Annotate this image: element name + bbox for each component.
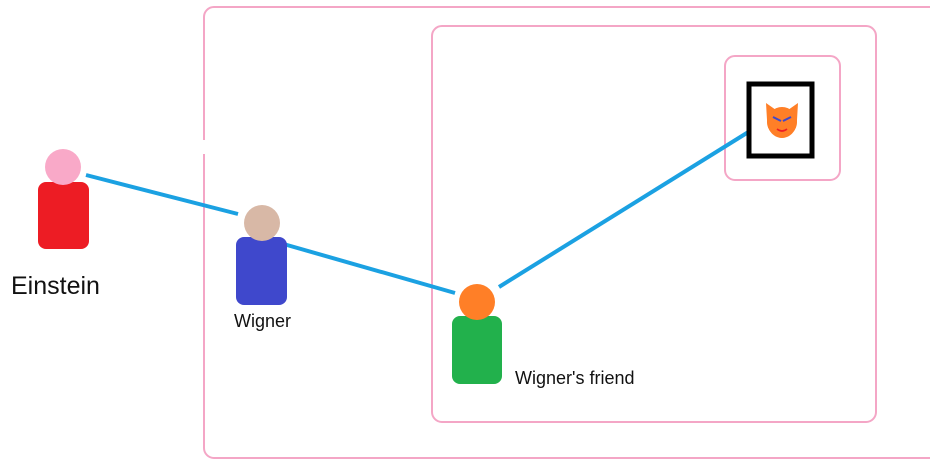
friend-body [452,316,502,384]
outer-box-gap [201,140,209,154]
friend-head [459,284,495,320]
label-einstein: Einstein [11,272,100,300]
inner-box [724,55,841,181]
link-friend-cat [497,129,752,289]
cat-box [746,81,815,159]
einstein-body [38,182,89,249]
cat-face-icon [766,103,798,138]
label-wigner: Wigner [234,311,292,331]
outer-box [203,6,930,459]
einstein-head [45,149,81,185]
einstein-figure [38,149,89,249]
wigner-head [244,205,280,241]
link-wigner-friend [279,241,456,295]
friend-figure [452,284,502,384]
middle-box [431,25,877,423]
wigner-figure [236,205,287,305]
link-einstein-wigner [85,173,239,216]
wigner-body [236,237,287,305]
label-wigners-friend: Wigner's friend [515,368,635,388]
